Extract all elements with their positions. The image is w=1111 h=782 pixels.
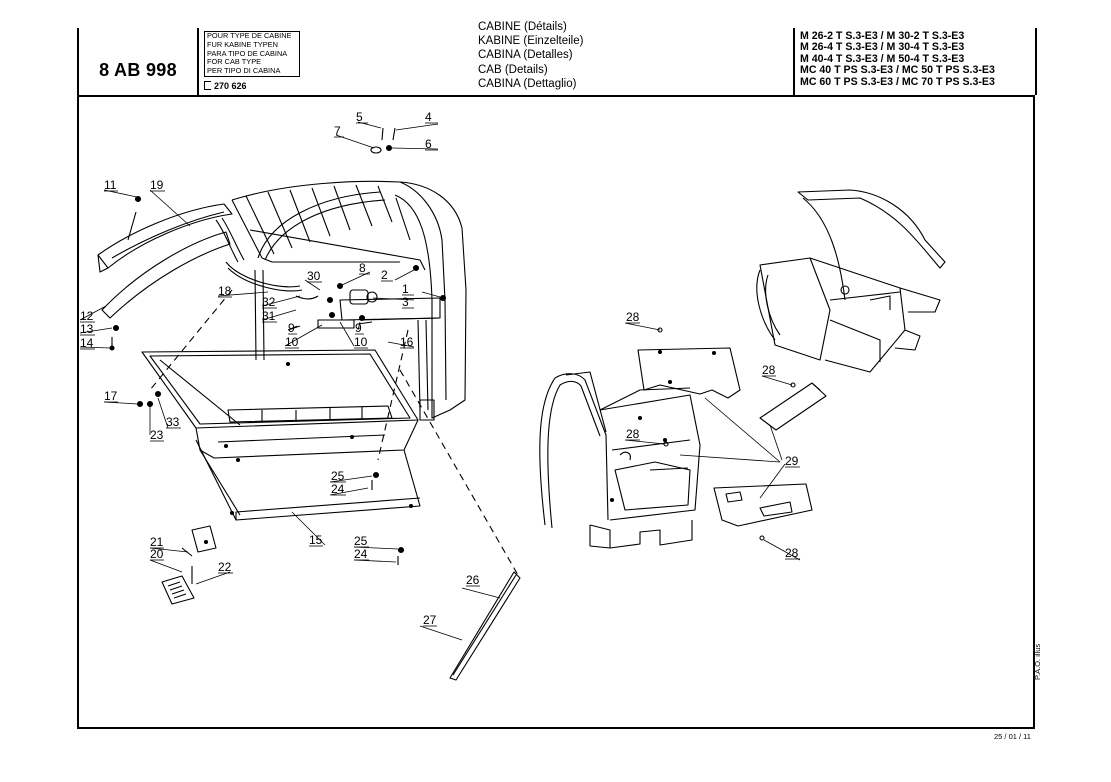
callout-labels: 5 4 7 6 11 19 30 8 2 1 3 18 32 31 12 13 … — [80, 110, 799, 627]
callout-21: 21 — [150, 535, 164, 549]
callout-28-bracket: 28 — [762, 363, 776, 377]
callout-1: 1 — [402, 282, 409, 296]
callout-25-lower: 25 — [354, 534, 368, 548]
cab-type-label: FOR CAB TYPE — [207, 57, 262, 67]
callout-18: 18 — [218, 284, 232, 298]
description-line: CAB (Details) — [478, 63, 548, 76]
model-line: MC 60 T PS S.3-E3 / MC 70 T PS S.3-E3 — [800, 75, 995, 88]
callout-9-right: 9 — [355, 321, 362, 335]
callout-7: 7 — [334, 124, 341, 138]
lower-frame — [136, 349, 421, 521]
cab-type-label: POUR TYPE DE CABINE — [207, 31, 292, 40]
step-bracket — [161, 525, 217, 605]
callout-28-rear-panel: 28 — [626, 310, 640, 324]
callout-30: 30 — [307, 269, 321, 283]
callout-13: 13 — [80, 322, 94, 336]
callout-17: 17 — [104, 389, 118, 403]
model-line: M 40-4 T S.3-E3 / M 50-4 T S.3-E3 — [800, 52, 965, 65]
cab-type-number-text: 270 626 — [214, 81, 247, 91]
callout-9-left: 9 — [288, 321, 295, 335]
rear-panel — [637, 347, 741, 399]
roof-side-rail — [97, 203, 245, 319]
model-line: MC 40 T PS S.3-E3 / MC 50 T PS S.3-E3 — [800, 64, 995, 77]
callout-20: 20 — [150, 547, 164, 561]
reference-code: 8 AB 998 — [99, 60, 177, 80]
callout-32: 32 — [262, 295, 276, 309]
callout-2: 2 — [381, 268, 388, 282]
leaders-29 — [679, 397, 786, 499]
cab-type-number: 270 626 — [204, 81, 247, 91]
callout-10-left: 10 — [285, 335, 299, 349]
header-divider — [77, 95, 1035, 97]
callout-6: 6 — [425, 137, 432, 151]
description-block: CABINE (Détails) KABINE (Einzelteile) CA… — [478, 20, 583, 91]
callout-15: 15 — [309, 533, 323, 547]
callout-24-upper: 24 — [331, 482, 345, 496]
callout-29: 29 — [785, 454, 799, 468]
callout-28-floor: 28 — [785, 546, 799, 560]
callout-19: 19 — [150, 178, 164, 192]
callout-10-right: 10 — [354, 335, 368, 349]
side-bracket — [759, 382, 827, 431]
glass-panel — [449, 571, 521, 681]
description-line: CABINA (Detalles) — [478, 49, 573, 62]
cab-frame-rear — [756, 189, 946, 373]
bracket-icon — [204, 81, 211, 90]
callout-28-front: 28 — [626, 427, 640, 441]
callout-underlines — [80, 122, 800, 627]
callout-3: 3 — [402, 295, 409, 309]
illustration-credit: P.A.O. illus — [1033, 643, 1042, 680]
callout-8: 8 — [359, 261, 366, 275]
model-line: M 26-2 T S.3-E3 / M 30-2 T S.3-E3 — [800, 30, 965, 42]
cab-frame-front — [539, 371, 701, 549]
callout-23: 23 — [150, 428, 164, 442]
model-line: M 26-4 T S.3-E3 / M 30-4 T S.3-E3 — [800, 41, 965, 54]
callout-4: 4 — [425, 110, 432, 124]
callout-16: 16 — [400, 335, 414, 349]
callout-27: 27 — [423, 613, 437, 627]
roof-frame — [231, 180, 467, 421]
callout-14: 14 — [80, 336, 94, 350]
cab-type-label-box: POUR TYPE DE CABINE FUR KABINE TYPEN PAR… — [204, 31, 300, 77]
callout-22: 22 — [218, 560, 232, 574]
models-box — [793, 28, 1037, 95]
callout-11: 11 — [104, 178, 117, 192]
callout-leaders — [79, 121, 801, 641]
callout-33: 33 — [166, 415, 180, 429]
leaders-28 — [657, 327, 796, 541]
floor-plate — [713, 483, 813, 527]
description-line: KABINE (Einzelteile) — [478, 35, 584, 48]
reference-box: 8 AB 998 — [77, 28, 199, 95]
callout-26: 26 — [466, 573, 480, 587]
description-line: CABINE (Détails) — [478, 21, 567, 33]
cable-harness — [225, 261, 303, 292]
callout-12: 12 — [80, 309, 94, 323]
callout-25-upper: 25 — [331, 469, 345, 483]
drawing-frame — [77, 96, 1035, 729]
cab-type-label: PARA TIPO DE CABINA — [207, 48, 288, 58]
fasteners-mid — [371, 471, 405, 565]
description-line: CABINA (Dettaglio) — [478, 77, 577, 90]
dashed-leaders — [149, 289, 519, 576]
callout-5: 5 — [356, 110, 363, 124]
callout-31: 31 — [262, 309, 276, 323]
top-hardware — [370, 127, 396, 154]
left-hardware — [109, 195, 142, 351]
callout-24-lower: 24 — [354, 547, 368, 561]
models-list: M 26-2 T S.3-E3 / M 30-2 T S.3-E3 M 26-4… — [800, 30, 995, 88]
cab-type-label: FUR KABINE TYPEN — [207, 39, 278, 49]
revision-date: 25 / 01 / 11 — [994, 732, 1031, 741]
cab-type-label: PER TIPO DI CABINA — [207, 66, 281, 76]
